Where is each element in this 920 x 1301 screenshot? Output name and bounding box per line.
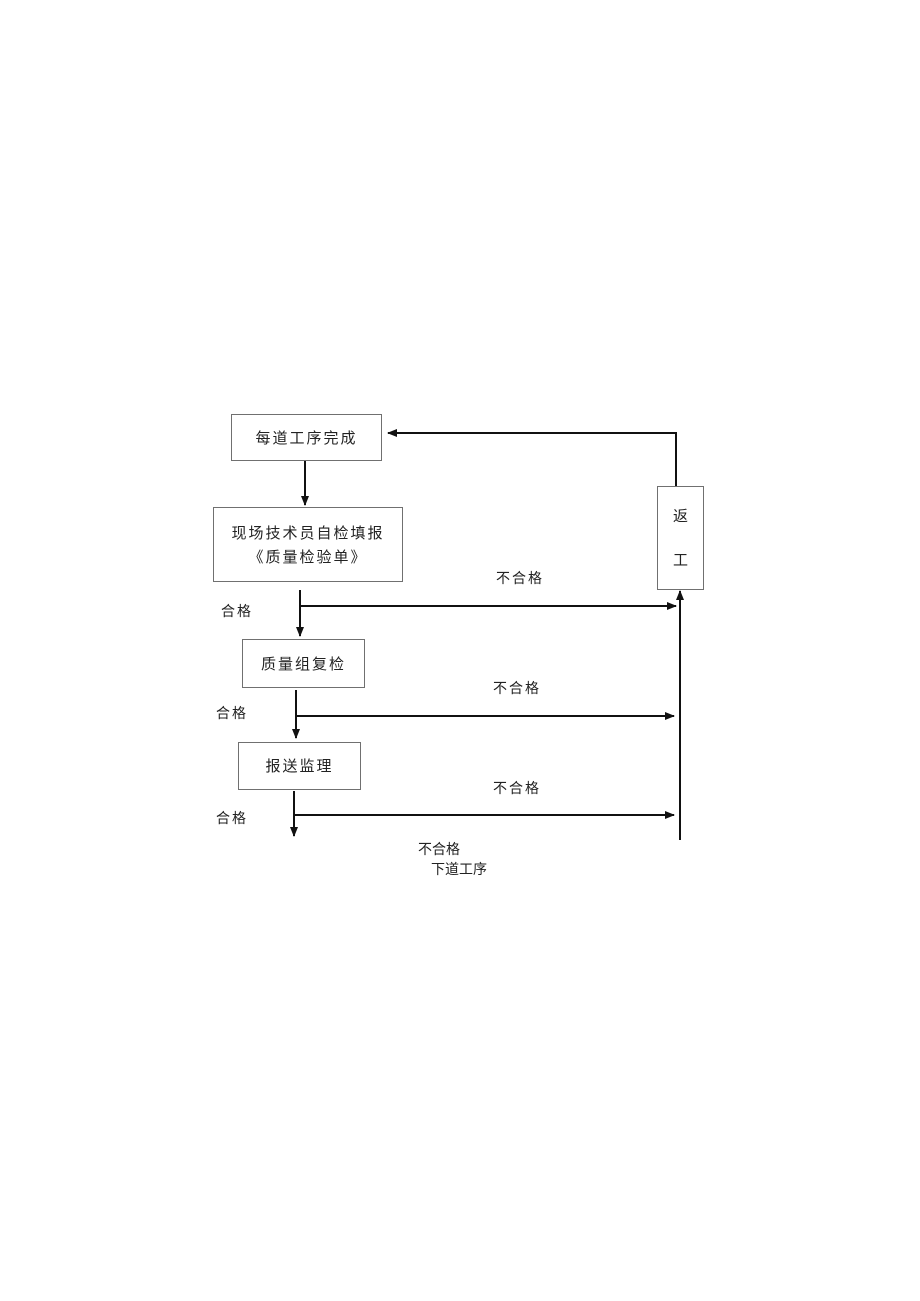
label-fail-1: 不合格 (496, 571, 544, 587)
node-rework-char1: 返 (672, 507, 688, 525)
node-self-check-line1: 现场技术员自检填报 (231, 523, 385, 542)
node-rework: 返 工 (657, 486, 704, 590)
node-qc-recheck: 质量组复检 (242, 639, 365, 688)
node-rework-char2: 工 (672, 551, 688, 569)
node-self-check-line2: 《质量检验单》 (248, 547, 368, 566)
node-qc-recheck-text: 质量组复检 (260, 654, 346, 673)
node-step-complete-text: 每道工序完成 (255, 428, 358, 447)
label-fail-2: 不合格 (493, 681, 541, 697)
node-report-supervisor-text: 报送监理 (265, 757, 334, 775)
label-fail-4: 不合格 (418, 842, 460, 858)
label-next-step: 下道工序 (431, 862, 487, 878)
node-report-supervisor: 报送监理 (238, 742, 361, 790)
edge-rework-return (387, 429, 677, 486)
label-pass-1: 合格 (221, 604, 253, 620)
label-pass-3: 合格 (216, 811, 248, 827)
node-step-complete: 每道工序完成 (231, 414, 382, 461)
label-pass-2: 合格 (216, 706, 248, 722)
label-fail-3: 不合格 (493, 781, 541, 797)
node-self-check: 现场技术员自检填报 《质量检验单》 (213, 507, 403, 582)
